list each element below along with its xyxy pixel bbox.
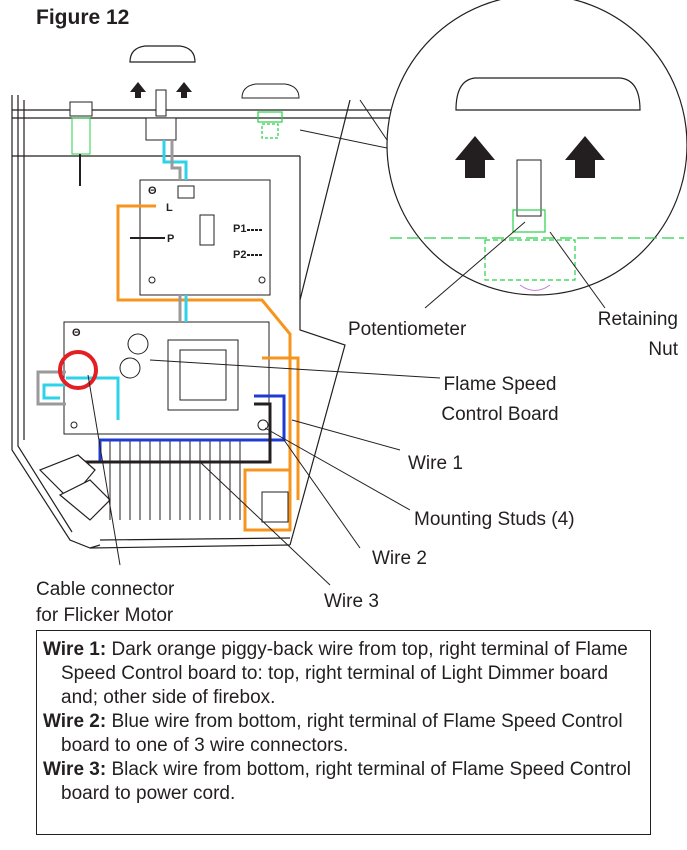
wire1-leader <box>291 419 401 451</box>
mounting-stud <box>257 419 269 431</box>
heatsink-fins <box>109 440 289 523</box>
small-potentiometer-body <box>145 117 177 141</box>
legend-text: Black wire from bottom, right terminal o… <box>61 759 631 804</box>
label-flame-speed-1: Flame Speed <box>443 374 557 395</box>
figure-title: Figure 12 <box>36 6 130 29</box>
up-arrow-large-left <box>455 136 495 178</box>
label-wire2: Wire 2 <box>372 548 427 569</box>
legend-key: Wire 2: <box>43 711 107 732</box>
label-retaining-nut-1: Retaining <box>597 309 678 330</box>
label-retaining-nut-2: Nut <box>648 339 678 360</box>
wire2-leader <box>283 439 361 549</box>
label-mounting-studs: Mounting Studs (4) <box>414 509 575 530</box>
flame-speed-leader <box>149 359 441 379</box>
cyan-wire-left <box>42 376 120 420</box>
large-knob <box>455 77 641 111</box>
wire3-leader <box>199 461 331 586</box>
up-arrow-large-right <box>565 136 605 178</box>
wire-legend: Wire 1: Dark orange piggy-back wire from… <box>36 630 651 835</box>
orange-wire <box>116 204 292 532</box>
mark-P: P <box>167 233 174 245</box>
power-cord <box>38 454 111 521</box>
legend-entry-wire3: Wire 3: Black wire from bottom, right te… <box>43 758 650 806</box>
legend-text: Dark orange piggy-back wire from top, ri… <box>61 639 628 708</box>
mounting-studs-leader <box>264 427 411 511</box>
legend-key: Wire 1: <box>43 639 107 660</box>
small-potentiometer-shaft <box>155 89 167 117</box>
legend-text: Blue wire from bottom, right terminal of… <box>61 711 623 756</box>
legend-key: Wire 3: <box>43 759 107 780</box>
knob-two <box>241 83 300 99</box>
green-nut-two <box>257 111 283 139</box>
theta-mark-top: Θ <box>148 185 157 197</box>
cyan-wire <box>162 140 188 180</box>
label-flame-speed-2: Control Board <box>441 404 559 425</box>
potentiometer-leader <box>424 221 526 309</box>
theta-mark-bottom: Θ <box>72 327 81 339</box>
mark-P1: P1 <box>233 223 246 235</box>
label-wire3: Wire 3 <box>324 591 379 612</box>
cable-leader <box>87 374 121 566</box>
small-knob <box>129 45 196 63</box>
cabinet-edge <box>289 156 346 546</box>
label-cable-connector-2: for Flicker Motor <box>36 605 174 626</box>
wiring-diagram: Θ L P P1 P2 Θ <box>11 0 687 586</box>
orange-wire-2 <box>262 356 300 500</box>
legend-entry-wire2: Wire 2: Blue wire from bottom, right ter… <box>43 710 650 758</box>
label-potentiometer: Potentiometer <box>348 319 467 340</box>
green-stud-left <box>69 101 93 186</box>
label-cable-connector-1: Cable connector <box>36 579 175 600</box>
label-wire1: Wire 1 <box>408 453 463 474</box>
mark-L: L <box>166 202 173 214</box>
gray-wire-left <box>36 370 66 406</box>
up-arrow-small-left <box>130 82 146 98</box>
gray-wire <box>170 140 182 180</box>
retaining-nut-leader <box>549 231 606 309</box>
cabinet-wall <box>11 95 101 549</box>
large-potentiometer-shaft <box>516 159 542 217</box>
up-arrow-small-right <box>176 82 192 98</box>
magnifier-circle <box>386 0 687 296</box>
mark-P2: P2 <box>233 249 246 261</box>
large-retaining-nut <box>390 209 684 281</box>
cable-connector-highlight <box>58 350 98 390</box>
legend-entry-wire1: Wire 1: Dark orange piggy-back wire from… <box>43 638 650 710</box>
